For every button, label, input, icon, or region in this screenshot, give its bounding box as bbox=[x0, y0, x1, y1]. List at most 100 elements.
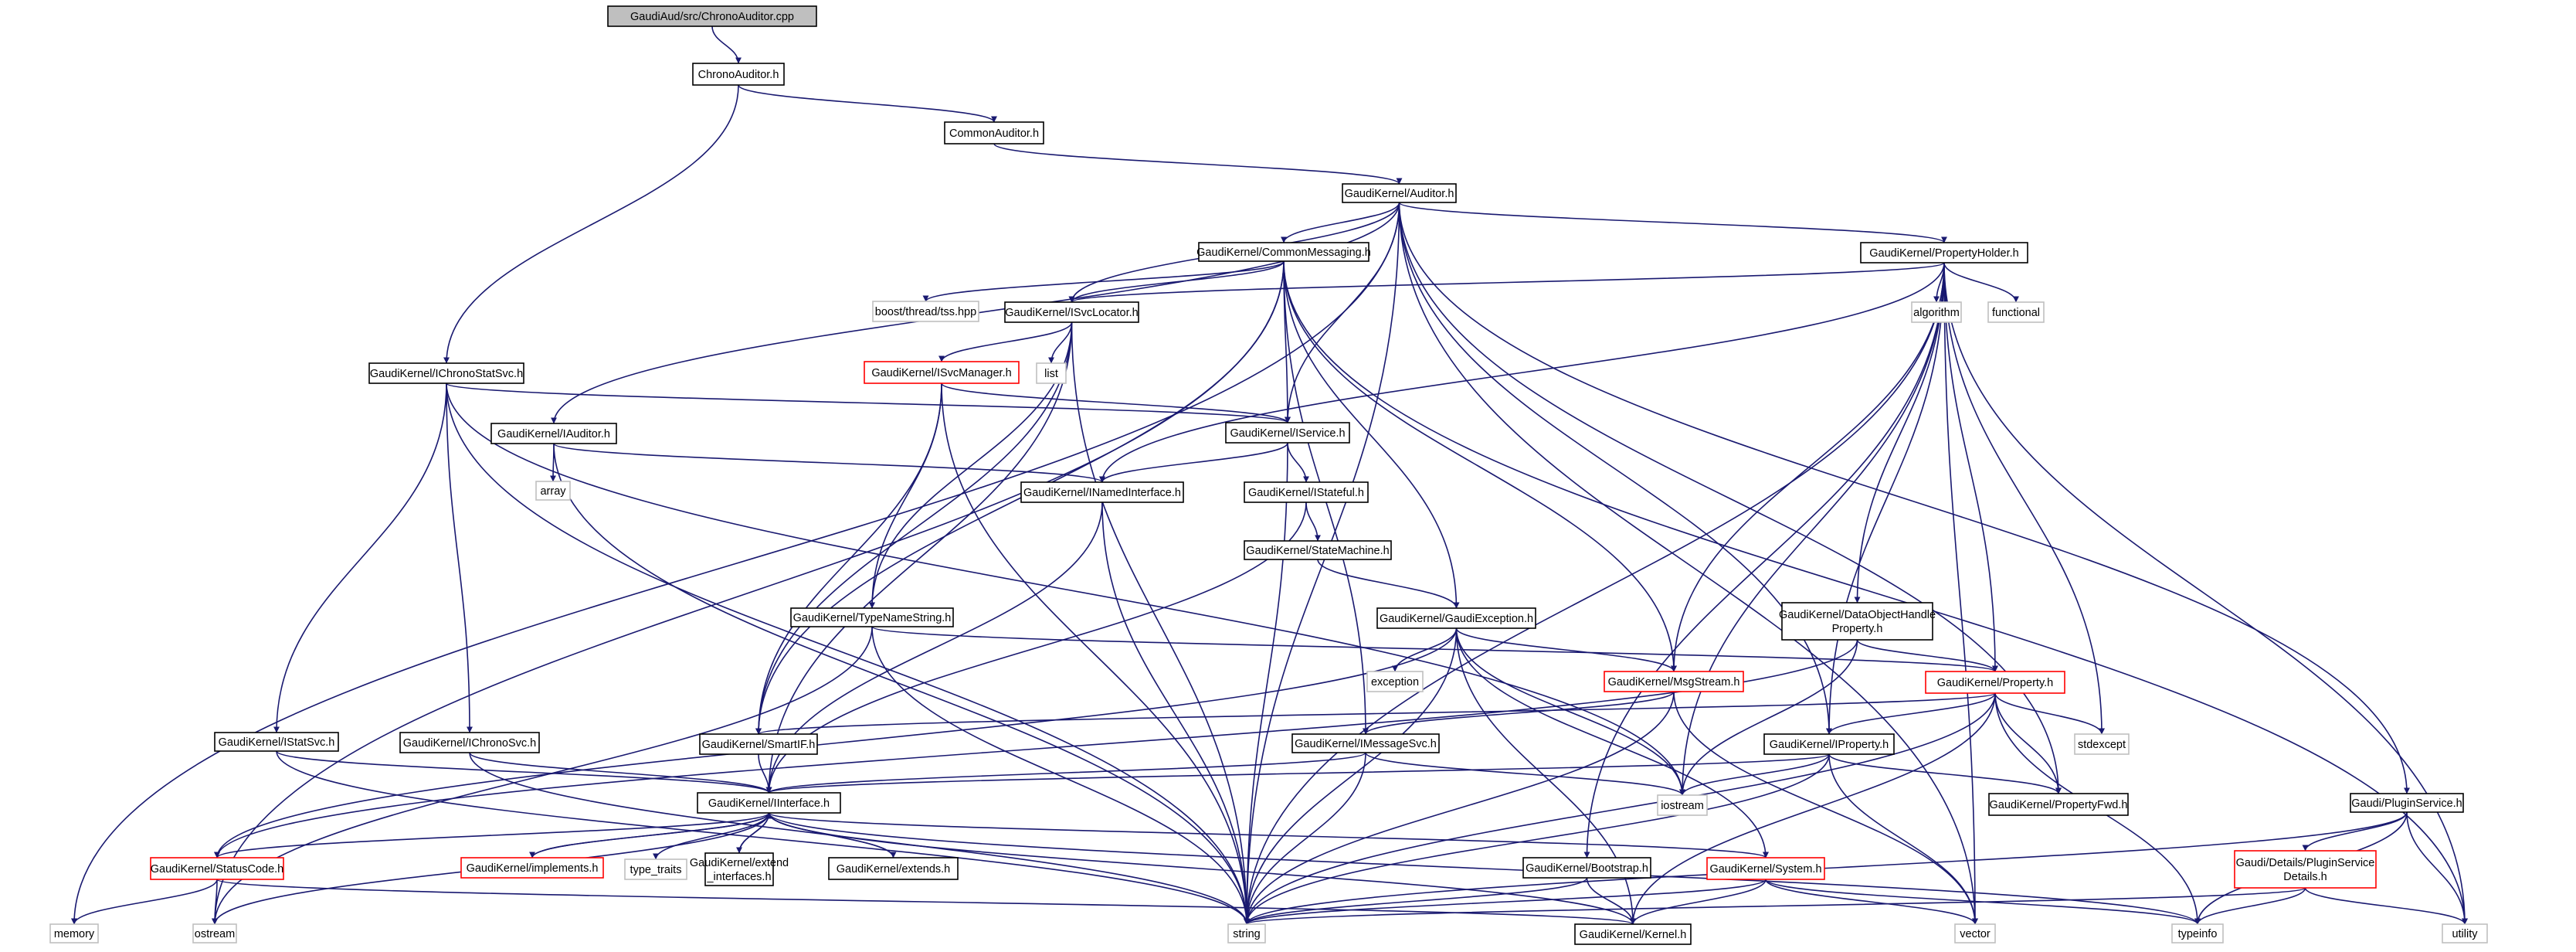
node-iauditor[interactable]: GaudiKernel/IAuditor.h bbox=[490, 423, 617, 444]
node-memory-label: memory bbox=[54, 928, 95, 940]
edge-commonmessaging-to-msgstream bbox=[1283, 260, 1677, 672]
edge-isvcmanager-to-iservice bbox=[941, 382, 1291, 423]
node-property-label: GaudiKernel/Property.h bbox=[1937, 677, 2053, 689]
node-chronoauditor[interactable]: ChronoAuditor.h bbox=[692, 63, 785, 86]
node-ichronosvc-label: GaudiKernel/IChronoSvc.h bbox=[403, 737, 537, 750]
node-auditor[interactable]: GaudiKernel/Auditor.h bbox=[1342, 183, 1457, 203]
node-imessagesvc[interactable]: GaudiKernel/IMessageSvc.h bbox=[1291, 733, 1440, 753]
node-propertyholder[interactable]: GaudiKernel/PropertyHolder.h bbox=[1860, 242, 2028, 264]
node-msgstream-box bbox=[1604, 671, 1744, 692]
edge-commonmessaging-to-gaudiexception bbox=[1283, 260, 1460, 609]
node-pluginservicedetails-label: Details.h bbox=[2283, 871, 2327, 883]
node-functional: functional bbox=[1987, 301, 2045, 323]
node-exception: exception bbox=[1366, 671, 1424, 692]
edge-dataobjecthandle-to-statuscode bbox=[214, 639, 1858, 858]
node-iinterface-label: GaudiKernel/IInterface.h bbox=[708, 797, 830, 810]
edge-auditor-to-string bbox=[1244, 202, 1400, 925]
edge-msgstream-to-string bbox=[1244, 691, 1675, 925]
node-bootstrap[interactable]: GaudiKernel/Bootstrap.h bbox=[1522, 857, 1651, 879]
node-statuscode-label: GaudiKernel/StatusCode.h bbox=[151, 863, 284, 876]
node-ostream-box bbox=[192, 923, 237, 944]
node-smartif-label: GaudiKernel/SmartIF.h bbox=[702, 739, 816, 751]
edge-propertyholder-to-inamedinterface bbox=[1099, 262, 1945, 483]
node-pluginservice[interactable]: Gaudi/PluginService.h bbox=[2350, 793, 2464, 813]
edge-commonauditor-to-auditor bbox=[993, 143, 1403, 185]
node-isvclocator[interactable]: GaudiKernel/ISvcLocator.h bbox=[1004, 301, 1139, 323]
edge-gaudiexception-to-statuscode bbox=[214, 627, 1458, 858]
node-inamedinterface-label: GaudiKernel/INamedInterface.h bbox=[1023, 487, 1181, 499]
node-msgstream[interactable]: GaudiKernel/MsgStream.h bbox=[1604, 671, 1744, 692]
node-iinterface[interactable]: GaudiKernel/IInterface.h bbox=[697, 792, 841, 814]
node-root-label: GaudiAud/src/ChronoAuditor.cpp bbox=[630, 11, 794, 23]
node-istateful[interactable]: GaudiKernel/IStateful.h bbox=[1244, 481, 1369, 503]
node-list-box bbox=[1036, 362, 1067, 384]
node-inamedinterface[interactable]: GaudiKernel/INamedInterface.h bbox=[1020, 481, 1184, 503]
node-ichronostatsvc[interactable]: GaudiKernel/IChronoStatSvc.h bbox=[368, 362, 524, 384]
edge-chronoauditor-to-commonauditor bbox=[738, 84, 997, 123]
node-implements[interactable]: GaudiKernel/implements.h bbox=[460, 857, 604, 879]
edge-gaudiexception-to-string bbox=[1244, 627, 1458, 925]
node-ichronosvc[interactable]: GaudiKernel/IChronoSvc.h bbox=[399, 732, 540, 753]
edge-system-to-kernel bbox=[1630, 879, 1767, 925]
edge-property-to-propertyfwd bbox=[1994, 692, 2062, 794]
node-root[interactable]: GaudiAud/src/ChronoAuditor.cpp bbox=[607, 5, 817, 27]
node-extendinterfaces[interactable]: GaudiKernel/extend_interfaces.h bbox=[690, 852, 789, 886]
edge-system-to-string bbox=[1244, 879, 1767, 925]
edge-iservice-to-istateful bbox=[1287, 442, 1309, 483]
node-istatsvc[interactable]: GaudiKernel/IStatSvc.h bbox=[214, 732, 339, 752]
node-iservice[interactable]: GaudiKernel/IService.h bbox=[1225, 422, 1350, 444]
node-isvcmanager[interactable]: GaudiKernel/ISvcManager.h bbox=[864, 361, 1020, 384]
node-pluginservicedetails-label: Gaudi/Details/PluginService bbox=[2236, 857, 2375, 869]
node-property[interactable]: GaudiKernel/Property.h bbox=[1925, 671, 2065, 694]
edge-commonmessaging-to-ostream bbox=[212, 260, 1285, 925]
node-commonauditor[interactable]: CommonAuditor.h bbox=[944, 121, 1044, 144]
node-system[interactable]: GaudiKernel/System.h bbox=[1706, 857, 1825, 880]
node-typenamestring[interactable]: GaudiKernel/TypeNameString.h bbox=[790, 607, 954, 627]
edge-iauditor-to-inamedinterface bbox=[553, 443, 1105, 483]
node-commonmessaging-box bbox=[1198, 242, 1369, 262]
edge-isvclocator-to-smartif bbox=[755, 321, 1073, 735]
edge-propertyholder-to-vector bbox=[1943, 262, 1978, 925]
node-isvclocator-box bbox=[1004, 301, 1139, 323]
edge-istatsvc-to-string bbox=[276, 750, 1250, 925]
node-property-box bbox=[1925, 671, 2065, 694]
edge-istatsvc-to-iinterface bbox=[276, 750, 772, 794]
edge-auditor-to-memory bbox=[71, 202, 1400, 925]
node-pluginservicedetails-box bbox=[2234, 850, 2377, 889]
node-statemachine-box bbox=[1244, 540, 1392, 560]
node-kernel[interactable]: GaudiKernel/Kernel.h bbox=[1574, 923, 1692, 945]
node-exception-box bbox=[1366, 671, 1424, 692]
node-gaudiexception[interactable]: GaudiKernel/GaudiException.h bbox=[1376, 607, 1536, 629]
node-extends-box bbox=[828, 857, 959, 880]
node-statemachine-label: GaudiKernel/StateMachine.h bbox=[1246, 545, 1389, 557]
edge-typenamestring-to-string bbox=[871, 626, 1250, 925]
node-statuscode[interactable]: GaudiKernel/StatusCode.h bbox=[150, 857, 284, 880]
node-root-box bbox=[607, 5, 817, 27]
edge-gaudiexception-to-iostream bbox=[1455, 627, 1685, 796]
edge-iinterface-to-typeinfo bbox=[768, 812, 2201, 925]
edge-imessagesvc-to-string bbox=[1244, 752, 1366, 925]
node-ostream-label: ostream bbox=[195, 928, 235, 940]
edge-isvcmanager-to-smartif bbox=[755, 382, 942, 735]
node-statemachine[interactable]: GaudiKernel/StateMachine.h bbox=[1244, 540, 1392, 560]
node-smartif[interactable]: GaudiKernel/SmartIF.h bbox=[699, 733, 818, 755]
edge-ichronostatsvc-to-string bbox=[446, 382, 1250, 925]
edge-propertyholder-to-string bbox=[1244, 262, 1945, 925]
node-extends[interactable]: GaudiKernel/extends.h bbox=[828, 857, 959, 880]
node-typenamestring-box bbox=[790, 607, 954, 627]
node-gaudiexception-label: GaudiKernel/GaudiException.h bbox=[1380, 613, 1533, 625]
node-tsshpp-box bbox=[872, 301, 979, 322]
edge-pluginservicedetails-to-utility bbox=[2304, 887, 2468, 925]
node-iinterface-box bbox=[697, 792, 841, 814]
edge-iauditor-to-string bbox=[553, 443, 1250, 925]
node-iproperty[interactable]: GaudiKernel/IProperty.h bbox=[1763, 733, 1895, 755]
edge-pluginservice-to-pluginservicedetails bbox=[2302, 811, 2408, 852]
node-iauditor-box bbox=[490, 423, 617, 444]
edge-ichronostatsvc-to-istatsvc bbox=[273, 382, 447, 733]
node-propertyfwd[interactable]: GaudiKernel/PropertyFwd.h bbox=[1988, 793, 2129, 816]
edge-commonmessaging-to-utility bbox=[1283, 260, 2468, 925]
node-commonmessaging[interactable]: GaudiKernel/CommonMessaging.h bbox=[1196, 242, 1371, 262]
